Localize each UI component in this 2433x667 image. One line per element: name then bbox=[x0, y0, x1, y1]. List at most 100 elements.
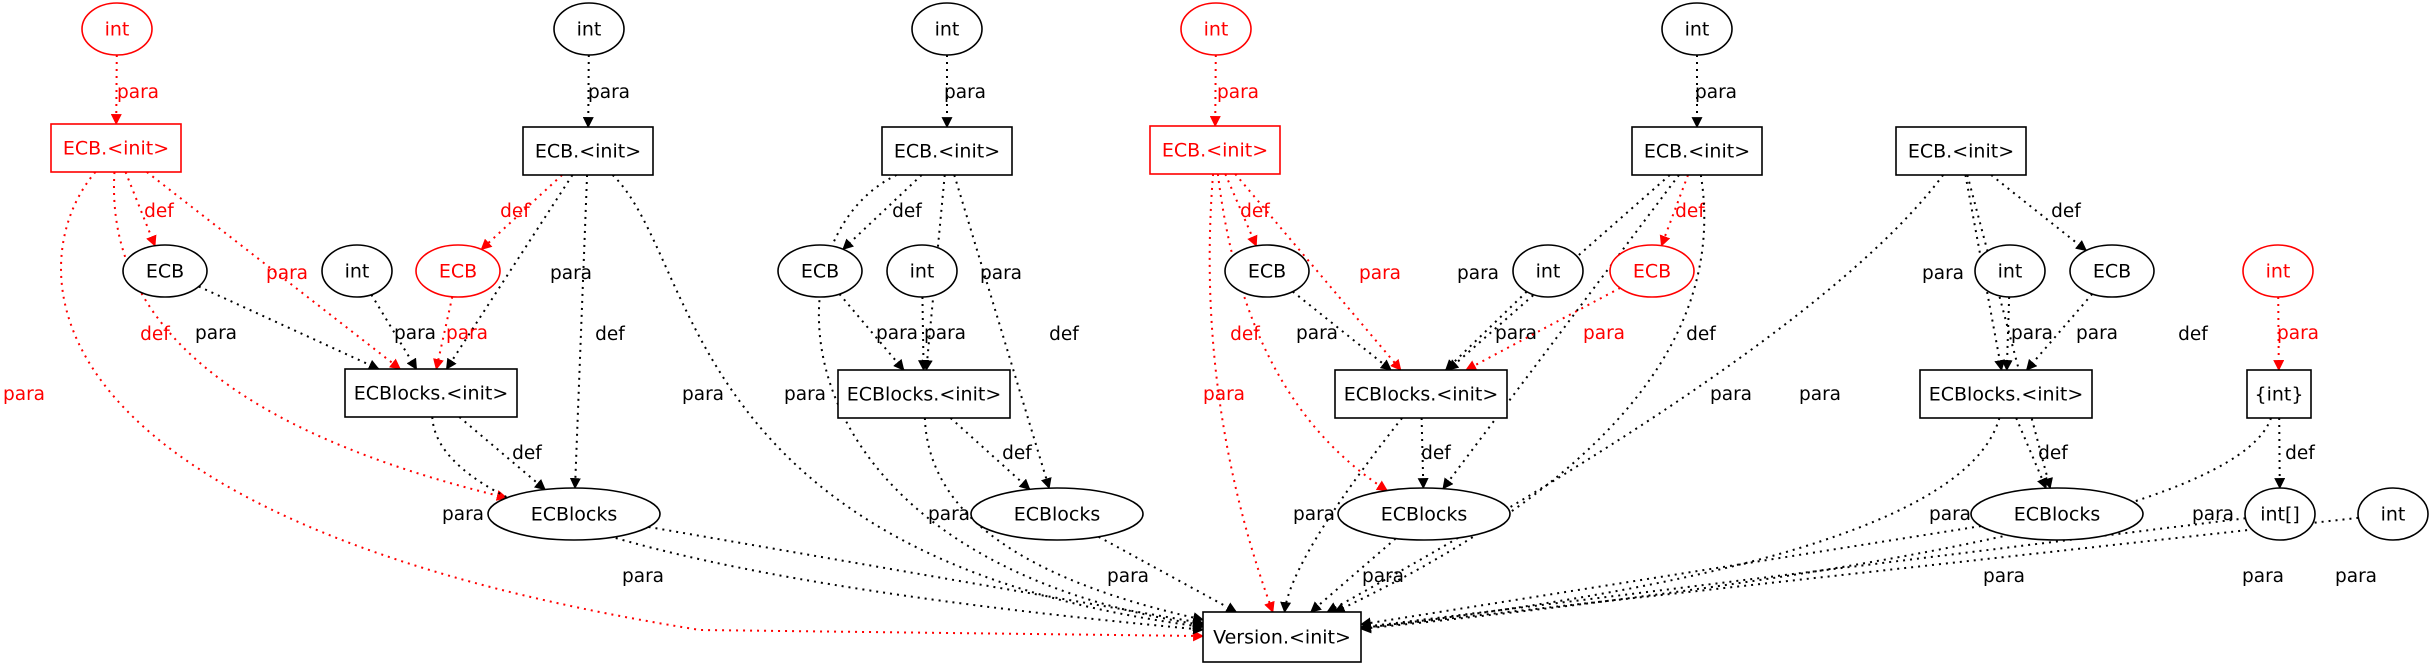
edge-ecb_init3-to-ecb_b: def bbox=[842, 174, 922, 251]
node-label: int[] bbox=[2260, 504, 2300, 526]
node-ecbblocks_init_a: ECBlocks.<init> bbox=[344, 368, 518, 418]
node-box bbox=[1919, 369, 2093, 419]
edge-line bbox=[569, 174, 589, 490]
edge-line bbox=[60, 171, 1205, 642]
edge-line bbox=[480, 174, 563, 251]
edge-ecb_init3-to-version: para bbox=[784, 174, 1205, 630]
node-box bbox=[837, 369, 1011, 419]
edge-ecbblocks_init_c-to-ecbblocks_c: def bbox=[1417, 417, 1451, 490]
edge-label-para: para bbox=[1293, 504, 1335, 525]
node-int_d: int bbox=[1974, 244, 2046, 298]
edge-int_b-to-ecbblocks_init_b: para bbox=[917, 296, 966, 372]
edge-line bbox=[198, 285, 380, 370]
edge-label-def: def bbox=[2178, 324, 2208, 345]
edge-label-def: def bbox=[512, 443, 542, 464]
node-label: ECBlocks bbox=[1014, 504, 1101, 526]
node-ecbblocks_init_d: ECBlocks.<init> bbox=[1919, 369, 2093, 419]
edge-label-para: para bbox=[446, 323, 488, 344]
edge-label-para: para bbox=[1495, 323, 1537, 344]
node-ellipse bbox=[1512, 244, 1584, 298]
edge-ecbblocks_init_b-to-version: para bbox=[923, 417, 1205, 623]
node-ellipse bbox=[1974, 244, 2046, 298]
node-int_r7: int bbox=[2242, 244, 2314, 298]
node-ecbblocks_a: ECBlocks bbox=[487, 487, 661, 541]
node-ellipse bbox=[81, 2, 153, 56]
node-int_top2: int bbox=[553, 2, 625, 56]
edge-int_c-to-ecbblocks_init_c: para bbox=[1444, 290, 1537, 371]
edge-label-para: para bbox=[266, 263, 308, 284]
edge-ecb_init5-to-version: para bbox=[1333, 174, 1752, 613]
node-label: ECB bbox=[146, 261, 184, 283]
node-ellipse bbox=[1609, 244, 1695, 298]
edge-ecb_b-to-ecbblocks_init_b: para bbox=[838, 293, 918, 371]
edge-ecbblocks_d-to-version: para bbox=[1359, 525, 2025, 629]
edge-label-para: para bbox=[550, 263, 592, 284]
edge-ecb_init6-to-version: para bbox=[1326, 174, 1944, 613]
edge-label-def: def bbox=[144, 201, 174, 222]
edge-ecb_init_r4-to-version: para bbox=[1203, 173, 1275, 614]
node-label: int bbox=[935, 19, 960, 41]
edge-label-para: para bbox=[442, 504, 484, 525]
edge-int_r7-to-intset: para bbox=[2273, 296, 2319, 372]
edge-ecbblocks_init_c-to-version: para bbox=[1280, 417, 1403, 614]
node-intset: {int} bbox=[2246, 369, 2312, 419]
edge-ecb_init5-to-ecb_r_c: def bbox=[1659, 174, 1705, 247]
node-label: ECB bbox=[2093, 261, 2131, 283]
edge-line bbox=[953, 174, 1052, 490]
edge-ecb_init_r1-to-version: para bbox=[3, 171, 1205, 642]
edge-ecbblocks_b-to-version: para bbox=[1098, 535, 1238, 613]
edge-line bbox=[1465, 287, 1621, 371]
edge-label-para: para bbox=[1217, 82, 1259, 103]
edge-ecbblocks_init_d-to-version: para bbox=[1359, 417, 2001, 633]
node-label: {int} bbox=[2255, 384, 2304, 406]
edge-label-para: para bbox=[944, 82, 986, 103]
edge-int_r4-to-ecb_init_r4: para bbox=[1209, 54, 1259, 128]
edge-ecb_init_r1-to-ecb_a: def bbox=[124, 171, 174, 247]
edge-ecb_r_c-to-ecbblocks_init_c: para bbox=[1465, 287, 1625, 371]
node-ellipse bbox=[487, 487, 661, 541]
node-ecb_r_a: ECB bbox=[415, 244, 501, 298]
node-ecb_d: ECB bbox=[2069, 244, 2155, 298]
edge-ecb_a-to-ecbblocks_init_a: para bbox=[195, 285, 380, 370]
node-box bbox=[881, 126, 1013, 176]
node-label: int bbox=[1536, 261, 1561, 283]
edge-ecb_init_r1-to-ecbblocks_init_a: para bbox=[146, 171, 402, 370]
node-ecb_c: ECB bbox=[1224, 244, 1310, 298]
edge-ecb_init2-to-ecbblocks_a: def bbox=[569, 174, 625, 490]
edge-line bbox=[838, 293, 905, 371]
edge-line bbox=[2025, 293, 2093, 371]
edge-label-para: para bbox=[1710, 384, 1752, 405]
node-ellipse bbox=[1180, 2, 1252, 56]
edge-ecb_c-to-ecbblocks_init_c: para bbox=[1292, 290, 1392, 371]
edge-label-para: para bbox=[1296, 323, 1338, 344]
edge-line bbox=[2015, 417, 2048, 490]
edge-label-para: para bbox=[1457, 263, 1499, 284]
node-int_b: int bbox=[886, 244, 958, 298]
node-ellipse bbox=[553, 2, 625, 56]
node-label: ECB.<init> bbox=[1908, 141, 2014, 163]
edge-label-def: def bbox=[140, 324, 170, 345]
node-intarr: int[] bbox=[2244, 487, 2316, 541]
edge-line bbox=[110, 54, 122, 126]
edge-label-def: def bbox=[1686, 324, 1716, 345]
node-label: ECBlocks.<init> bbox=[847, 384, 1002, 406]
edge-line bbox=[1359, 417, 2001, 633]
node-label: ECBlocks.<init> bbox=[1344, 384, 1499, 406]
node-ellipse bbox=[122, 244, 208, 298]
node-int_r4: int bbox=[1180, 2, 1252, 56]
edge-line bbox=[648, 525, 1205, 627]
edge-label-def: def bbox=[1675, 201, 1705, 222]
node-ecbblocks_init_b: ECBlocks.<init> bbox=[837, 369, 1011, 419]
node-box bbox=[344, 368, 518, 418]
edge-line bbox=[2274, 417, 2286, 490]
edge-ecb_init2-to-ecb_r_a: def bbox=[480, 174, 563, 251]
node-label: ECBlocks bbox=[1381, 504, 1468, 526]
edge-ecb_d-to-ecbblocks_init_d: para bbox=[2025, 293, 2118, 371]
edge-label-para: para bbox=[117, 82, 159, 103]
node-ecb_init3: ECB.<init> bbox=[881, 126, 1013, 176]
node-box bbox=[522, 126, 654, 176]
node-ecbblocks_c: ECBlocks bbox=[1337, 487, 1511, 541]
edge-ecb_init_r4-to-ecbblocks_c: def bbox=[1216, 173, 1389, 492]
edge-ecb_init_r4-to-ecb_c: def bbox=[1224, 173, 1270, 247]
